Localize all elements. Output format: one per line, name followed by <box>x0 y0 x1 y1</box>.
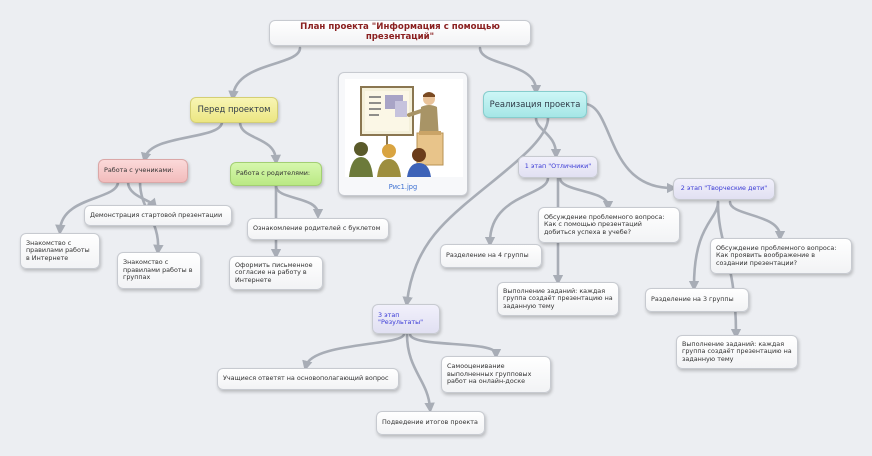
edge-stage2-discussion <box>728 200 786 242</box>
stage2-task-node[interactable]: Выполнение заданий: каждая группа создаё… <box>676 335 798 369</box>
stage2-node[interactable]: 2 этап "Творческие дети" <box>673 178 775 200</box>
realization-node[interactable]: Реализация проекта <box>483 91 587 118</box>
root-topic-label: План проекта "Информация с помощью презе… <box>300 22 500 42</box>
edge-root-before <box>228 46 302 102</box>
stage3-label: 3 этап "Результаты" <box>378 310 424 326</box>
edge-stage3-answer <box>302 332 406 372</box>
group-rules-node[interactable]: Знакомство с правилами работы в группах <box>117 252 201 289</box>
stage1-label: 1 этап "Отличники" <box>524 162 592 171</box>
work-with-students-label: Работа с учениками: <box>104 166 174 175</box>
written-consent-node[interactable]: Оформить письменное согласие на работу в… <box>229 256 323 290</box>
stage3-answer-node[interactable]: Учащиеся ответят на основополагающий воп… <box>217 368 399 390</box>
work-with-students-node[interactable]: Работа с учениками: <box>98 159 188 183</box>
picture-caption[interactable]: Рис1.jpg <box>388 183 418 191</box>
before-project-node[interactable]: Перед проектом <box>190 97 278 123</box>
work-with-parents-label: Работа с родителями: <box>236 169 311 178</box>
stage1-discussion-node[interactable]: Обсуждение проблемного вопроса: Как с по… <box>538 207 680 243</box>
stage3-answer-label: Учащиеся ответят на основополагающий воп… <box>223 374 389 383</box>
stage1-task-node[interactable]: Выполнение заданий: каждая группа создаё… <box>497 282 619 316</box>
start-presentation-demo-label: Демонстрация стартовой презентации <box>90 210 223 219</box>
edge-before-students <box>140 120 224 164</box>
stage2-task-label: Выполнение заданий: каждая группа создаё… <box>682 339 792 363</box>
edge-before-parents <box>238 120 281 166</box>
stage3-summary-label: Подведение итогов проекта <box>382 418 478 427</box>
stage1-split-label: Разделение на 4 группы <box>446 251 529 260</box>
edge-root-realization <box>478 46 542 96</box>
booklet-node[interactable]: Ознакомление родителей с буклетом <box>247 218 389 240</box>
stage2-split-node[interactable]: Разделение на 3 группы <box>645 288 749 312</box>
start-presentation-demo-node[interactable]: Демонстрация стартовой презентации <box>84 205 232 226</box>
edge-realization-stage2 <box>584 102 678 194</box>
before-project-label: Перед проектом <box>197 104 271 115</box>
edge-stage3-selfassess <box>408 332 502 360</box>
booklet-label: Ознакомление родителей с буклетом <box>253 224 381 233</box>
edge-stage3-summary <box>405 332 435 414</box>
edge-students-demo <box>126 180 158 210</box>
internet-rules-label: Знакомство с правилами работы в Интернет… <box>26 238 90 262</box>
stage3-self-assessment-node[interactable]: Самооценивание выполненных групповых раб… <box>441 356 551 393</box>
edge-parents-booklet <box>274 184 324 220</box>
stage1-split-node[interactable]: Разделение на 4 группы <box>440 244 542 268</box>
picture-card[interactable]: Рис1.jpg <box>338 72 468 196</box>
stage2-discussion-node[interactable]: Обсуждение проблемного вопроса: Как проя… <box>710 238 852 274</box>
stage1-task-label: Выполнение заданий: каждая группа создаё… <box>503 286 613 310</box>
stage2-label: 2 этап "Творческие дети" <box>680 184 768 193</box>
root-topic-node[interactable]: План проекта "Информация с помощью презе… <box>269 20 531 46</box>
work-with-parents-node[interactable]: Работа с родителями: <box>230 162 322 186</box>
edge-realization-stage1 <box>534 116 562 160</box>
stage3-self-assessment-label: Самооценивание выполненных групповых раб… <box>447 362 532 386</box>
stage1-node[interactable]: 1 этап "Отличники" <box>518 156 598 178</box>
stage3-node[interactable]: 3 этап "Результаты" <box>372 304 440 334</box>
written-consent-label: Оформить письменное согласие на работу в… <box>235 260 313 284</box>
edge-realization-stage3 <box>402 116 550 308</box>
group-rules-label: Знакомство с правилами работы в группах <box>123 258 193 282</box>
stage3-summary-node[interactable]: Подведение итогов проекта <box>376 411 485 435</box>
stage2-discussion-label: Обсуждение проблемного вопроса: Как проя… <box>716 243 837 267</box>
stage1-discussion-label: Обсуждение проблемного вопроса: Как с по… <box>544 212 665 236</box>
edge-stage1-split <box>484 176 550 248</box>
edge-stage1-discussion <box>558 176 614 212</box>
presentation-clipart-icon <box>345 79 463 177</box>
realization-label: Реализация проекта <box>489 98 581 109</box>
internet-rules-node[interactable]: Знакомство с правилами работы в Интернет… <box>20 233 100 269</box>
stage2-split-label: Разделение на 3 группы <box>651 295 734 304</box>
edge-students-internet <box>55 180 120 236</box>
